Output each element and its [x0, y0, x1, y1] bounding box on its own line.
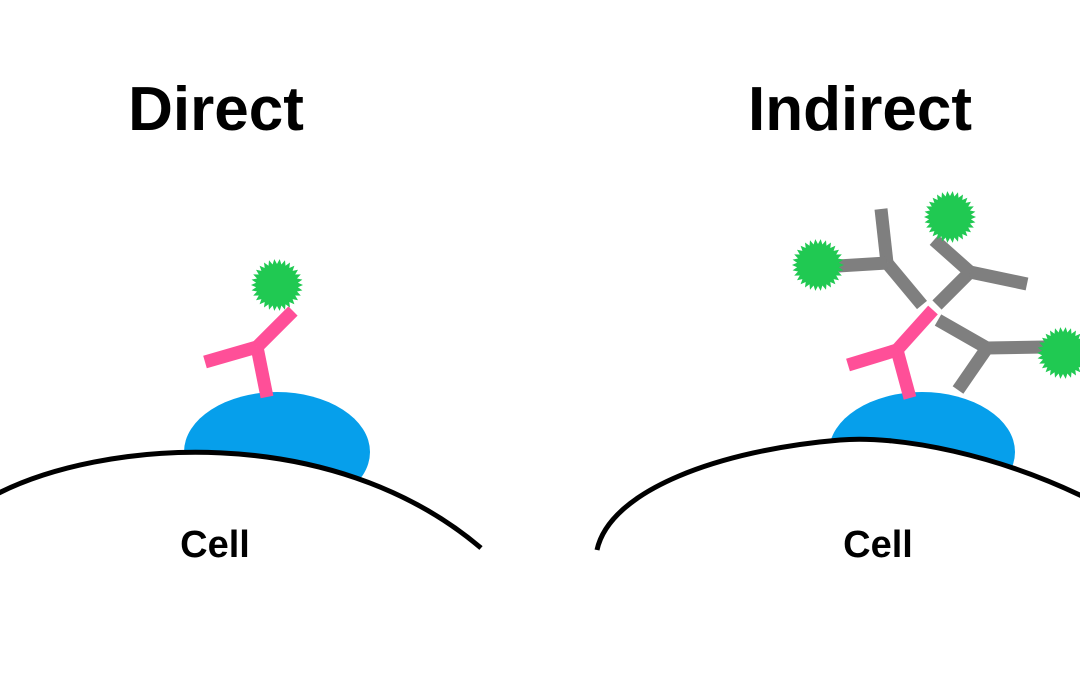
cell-membrane: [594, 436, 1080, 551]
fluorophore-shape: [924, 191, 976, 243]
indirect-cell-label: Cell: [843, 524, 913, 566]
secondary-antibody: [934, 314, 1046, 394]
fluorophore-shape: [251, 259, 303, 311]
fluorophore-shape: [792, 239, 844, 291]
direct-cell-label: Cell: [180, 524, 250, 566]
cell-membrane: [0, 449, 483, 550]
primary-antibody: [846, 305, 938, 400]
primary-antibody: [203, 306, 298, 399]
fluorophore-icon: [792, 239, 844, 291]
antigen: [829, 392, 1015, 512]
indirect-title: Indirect: [748, 75, 972, 144]
fluorophore-shape: [1037, 327, 1080, 379]
secondary-antibody: [929, 235, 1029, 310]
secondary-antibody: [837, 208, 927, 310]
indirect-panel: Indirect Cell: [594, 75, 1080, 566]
fluorophore-icon: [924, 191, 976, 243]
fluorophore-icon: [1037, 327, 1080, 379]
direct-title: Direct: [128, 75, 304, 144]
fluorophore-icon: [251, 259, 303, 311]
direct-panel: Direct Cell: [0, 75, 483, 566]
